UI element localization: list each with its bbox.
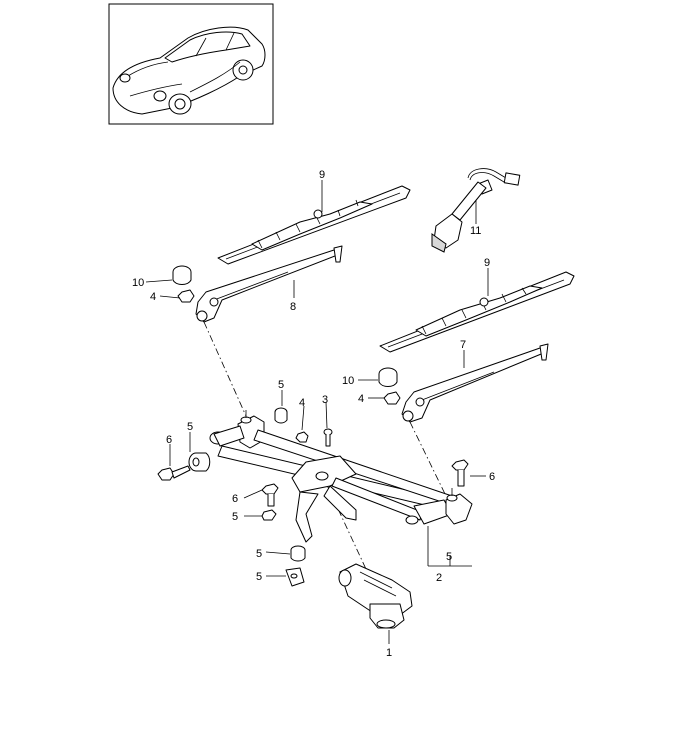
leader-lines [145,180,489,644]
bushing-left [188,452,211,472]
alignment-line-right [409,421,447,497]
washer-nozzle-assembly [431,168,521,253]
bolt-mid-left [261,483,279,507]
bolt-left [157,465,191,481]
clip-lower [285,567,305,587]
wiper-motor [338,563,413,629]
callout-4-left: 4 [150,291,156,303]
cap-left [172,265,192,285]
car-illustration [112,26,266,115]
callout-5-clip: 5 [256,571,262,583]
cap-right [378,367,398,387]
screw-center [323,428,333,447]
callout-5-bracket: 5 [446,551,452,563]
alignment-line-left [203,321,247,417]
callout-7: 7 [460,339,466,351]
wiper-blade-left [217,185,411,265]
callout-5-left: 5 [187,421,193,433]
callout-9-right: 9 [484,257,490,269]
spacer-mid-left [261,509,277,521]
callout-10-left: 10 [132,277,144,289]
callout-4-right: 4 [358,393,364,405]
wiper-arm-left [195,245,343,323]
grommet-top [274,407,288,424]
wiper-linkage-frame [209,410,473,543]
callout-9-left: 9 [319,169,325,181]
nut-left [177,289,195,303]
bolt-right [451,459,469,487]
callout-4-center: 4 [299,397,305,409]
callout-5-mid: 5 [232,511,238,523]
wiper-arm-right [401,343,549,423]
callout-6-mid: 6 [232,493,238,505]
callout-8: 8 [290,301,296,313]
callout-10-right: 10 [342,375,354,387]
callout-1: 1 [386,647,392,659]
nut-center [295,431,309,443]
callout-6-right: 6 [489,471,495,483]
wiper-blade-right [379,271,575,353]
callout-11: 11 [470,225,481,237]
callout-6-left: 6 [166,434,172,446]
nut-right [383,391,401,405]
bushing-lower [290,545,306,562]
callout-3: 3 [322,394,328,406]
callout-5-low: 5 [256,548,262,560]
callout-5-top: 5 [278,379,284,391]
callout-2: 2 [436,572,442,584]
vehicle-thumbnail [108,3,274,125]
